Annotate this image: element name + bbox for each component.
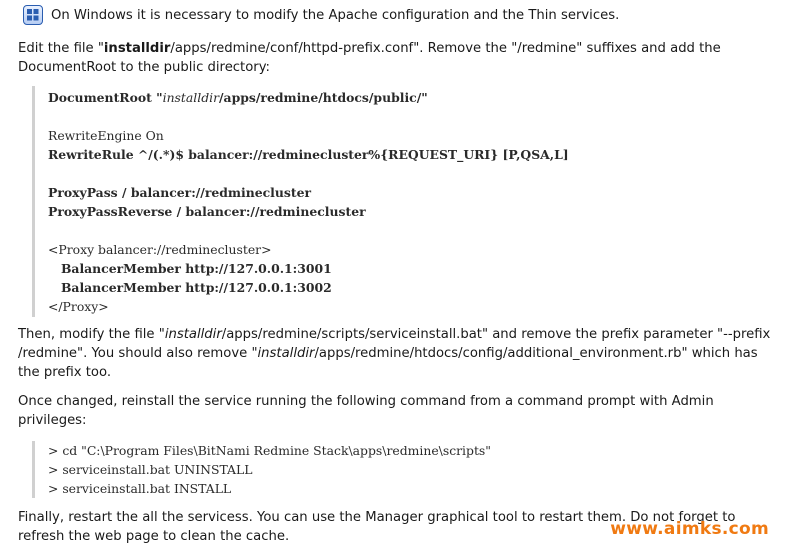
apache-config-code-block: DocumentRoot "installdir/apps/redmine/ht… xyxy=(32,86,780,317)
para2-text-d: /redmine". You should also remove " xyxy=(18,346,258,361)
para1-text-b: /apps/redmine/conf/httpd-prefix.conf". R… xyxy=(170,41,721,56)
para1-installdir: installdir xyxy=(103,41,171,56)
watermark: www.aimks.com xyxy=(610,519,769,539)
para2-installdir-1: installdir xyxy=(164,327,222,342)
code-line-documentroot: DocumentRoot "installdir/apps/redmine/ht… xyxy=(48,88,780,107)
para2-text-f: /apps/redmine/htdocs/config/additional_e… xyxy=(314,346,758,361)
para1-text-c: DocumentRoot to the public directory: xyxy=(18,60,271,75)
code-blank-line xyxy=(48,164,780,183)
para2-installdir-2: installdir xyxy=(257,346,315,361)
code-line-proxypass: ProxyPass / balancer://redminecluster xyxy=(48,185,311,200)
windows-note-text: On Windows it is necessary to modify the… xyxy=(51,7,620,23)
windows-note: On Windows it is necessary to modify the… xyxy=(18,4,780,26)
code-line-proxy-open: <Proxy balancer://redminecluster> xyxy=(48,242,272,257)
para4-line-2: refresh the web page to clean the cache. xyxy=(18,529,290,544)
modify-file-paragraph: Then, modify the file "installdir/apps/r… xyxy=(18,325,780,382)
para3-line-2: privileges: xyxy=(18,413,87,428)
para2-text-c: /apps/redmine/scripts/serviceinstall.bat… xyxy=(221,327,771,342)
command-line-cd: > cd "C:\Program Files\BitNami Redmine S… xyxy=(48,443,491,458)
code-line-1-c: /apps/redmine/htdocs/public/" xyxy=(219,90,428,105)
para2-text-g: the prefix too. xyxy=(18,365,112,380)
code-line-1-installdir: installdir xyxy=(162,90,220,105)
article-body: On Windows it is necessary to modify the… xyxy=(18,0,780,546)
code-line-1-a: DocumentRoot " xyxy=(48,90,163,105)
code-line-rewriteengine: RewriteEngine On xyxy=(48,128,164,143)
command-code-block: > cd "C:\Program Files\BitNami Redmine S… xyxy=(32,441,780,498)
windows-icon xyxy=(23,5,43,25)
code-line-proxypassreverse: ProxyPassReverse / balancer://redmineclu… xyxy=(48,204,366,219)
reinstall-paragraph: Once changed, reinstall the service runn… xyxy=(18,392,780,430)
code-line-rewriterule: RewriteRule ^/(.*)$ balancer://redminecl… xyxy=(48,147,569,162)
edit-file-paragraph: Edit the file "installdir/apps/redmine/c… xyxy=(18,39,780,77)
code-blank-line xyxy=(48,107,780,126)
finally-paragraph: Finally, restart the all the servicess. … xyxy=(18,508,780,546)
para1-text-a: Edit the file " xyxy=(18,41,104,56)
command-line-uninstall: > serviceinstall.bat UNINSTALL xyxy=(48,462,253,477)
para4-line-1: Finally, restart the all the servicess. … xyxy=(18,510,736,525)
para3-line-1: Once changed, reinstall the service runn… xyxy=(18,394,714,409)
code-blank-line xyxy=(48,221,780,240)
code-line-balancermember-1: BalancerMember http://127.0.0.1:3001 xyxy=(48,261,332,276)
para2-text-a: Then, modify the file " xyxy=(18,327,165,342)
code-line-balancermember-2: BalancerMember http://127.0.0.1:3002 xyxy=(48,280,332,295)
command-line-install: > serviceinstall.bat INSTALL xyxy=(48,481,232,496)
code-line-proxy-close: </Proxy> xyxy=(48,299,109,314)
